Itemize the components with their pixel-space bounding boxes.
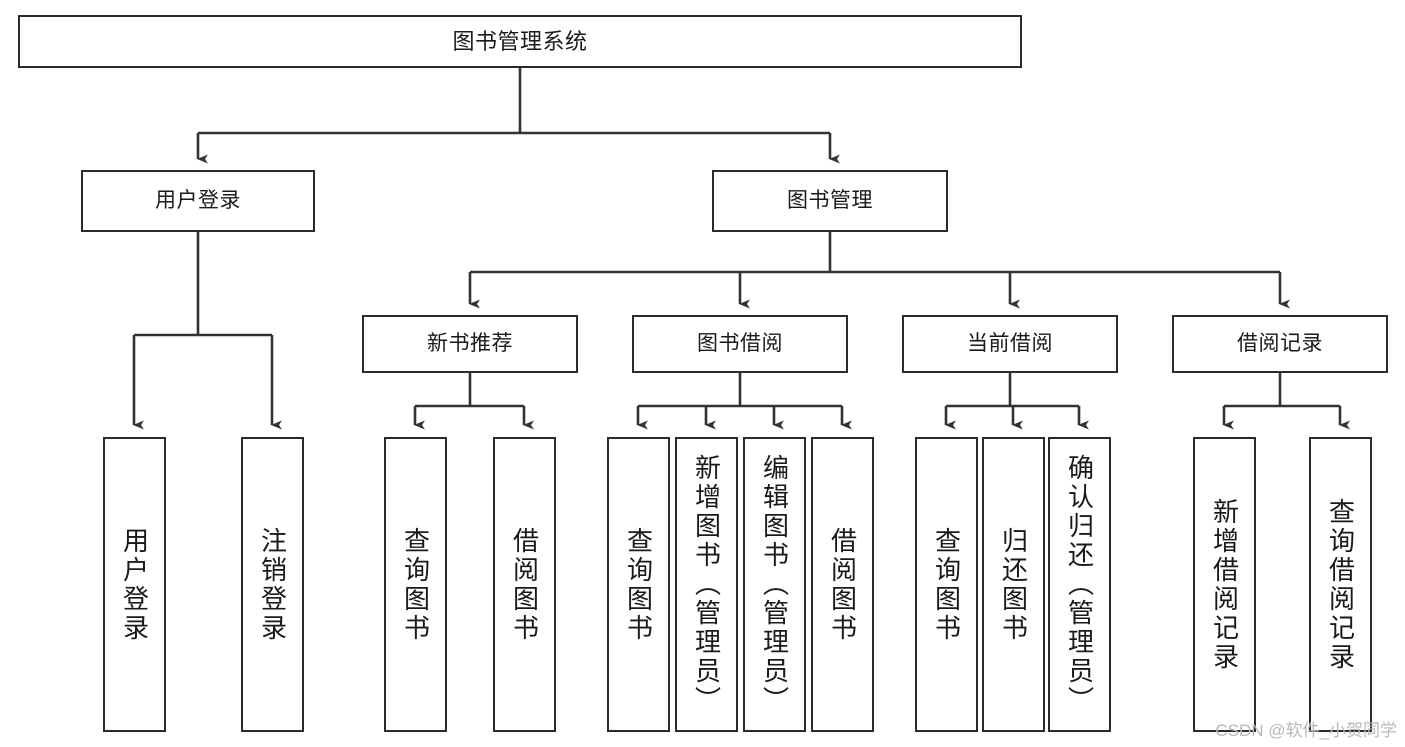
node-leaf-new-book-query[interactable]: 查询图书: [384, 437, 447, 732]
node-label: 新书推荐: [427, 331, 513, 355]
node-label: 图书管理: [787, 188, 873, 212]
node-label: 借阅记录: [1237, 331, 1323, 355]
node-label: 图书管理系统: [452, 28, 588, 54]
watermark-text: CSDN @软件_小贺同学: [1215, 721, 1397, 740]
node-leaf-user-login-logout[interactable]: 注销登录: [241, 437, 304, 732]
node-leaf-current-borrow-query[interactable]: 查询图书: [915, 437, 978, 732]
node-leaf-current-borrow-return[interactable]: 归还图书: [982, 437, 1045, 732]
node-label: 查询图书: [931, 526, 962, 643]
node-leaf-book-borrow-borrow[interactable]: 借阅图书: [811, 437, 874, 732]
node-label: 用户登录: [119, 526, 150, 643]
node-borrow-record[interactable]: 借阅记录: [1172, 315, 1388, 373]
node-label: 查询图书: [400, 526, 431, 643]
node-label: 当前借阅: [967, 331, 1053, 355]
node-leaf-borrow-record-query[interactable]: 查询借阅记录: [1309, 437, 1372, 732]
node-label: 查询图书: [623, 526, 654, 643]
node-book-borrow[interactable]: 图书借阅: [632, 315, 848, 373]
node-label: 编辑图书（管理员）: [759, 454, 790, 715]
node-label: 借阅图书: [827, 526, 858, 643]
node-label: 新增借阅记录: [1209, 497, 1240, 672]
node-leaf-book-borrow-add[interactable]: 新增图书（管理员）: [675, 437, 738, 732]
node-leaf-book-borrow-edit[interactable]: 编辑图书（管理员）: [743, 437, 806, 732]
node-label: 归还图书: [998, 526, 1029, 643]
node-label: 查询借阅记录: [1325, 497, 1356, 672]
node-leaf-borrow-record-add[interactable]: 新增借阅记录: [1193, 437, 1256, 732]
node-label: 注销登录: [257, 526, 288, 643]
node-leaf-user-login-login[interactable]: 用户登录: [103, 437, 166, 732]
node-root-book-management-system[interactable]: 图书管理系统: [18, 15, 1022, 68]
node-leaf-new-book-borrow[interactable]: 借阅图书: [493, 437, 556, 732]
node-label: 用户登录: [155, 188, 241, 212]
node-label: 图书借阅: [697, 331, 783, 355]
node-label: 确认归还（管理员）: [1064, 454, 1095, 715]
node-new-book-recommend[interactable]: 新书推荐: [362, 315, 578, 373]
node-label: 新增图书（管理员）: [691, 454, 722, 715]
node-user-login[interactable]: 用户登录: [81, 170, 315, 232]
node-leaf-book-borrow-query[interactable]: 查询图书: [607, 437, 670, 732]
node-current-borrow[interactable]: 当前借阅: [902, 315, 1118, 373]
node-label: 借阅图书: [509, 526, 540, 643]
node-leaf-current-borrow-confirm-return[interactable]: 确认归还（管理员）: [1048, 437, 1111, 732]
node-book-management[interactable]: 图书管理: [712, 170, 948, 232]
